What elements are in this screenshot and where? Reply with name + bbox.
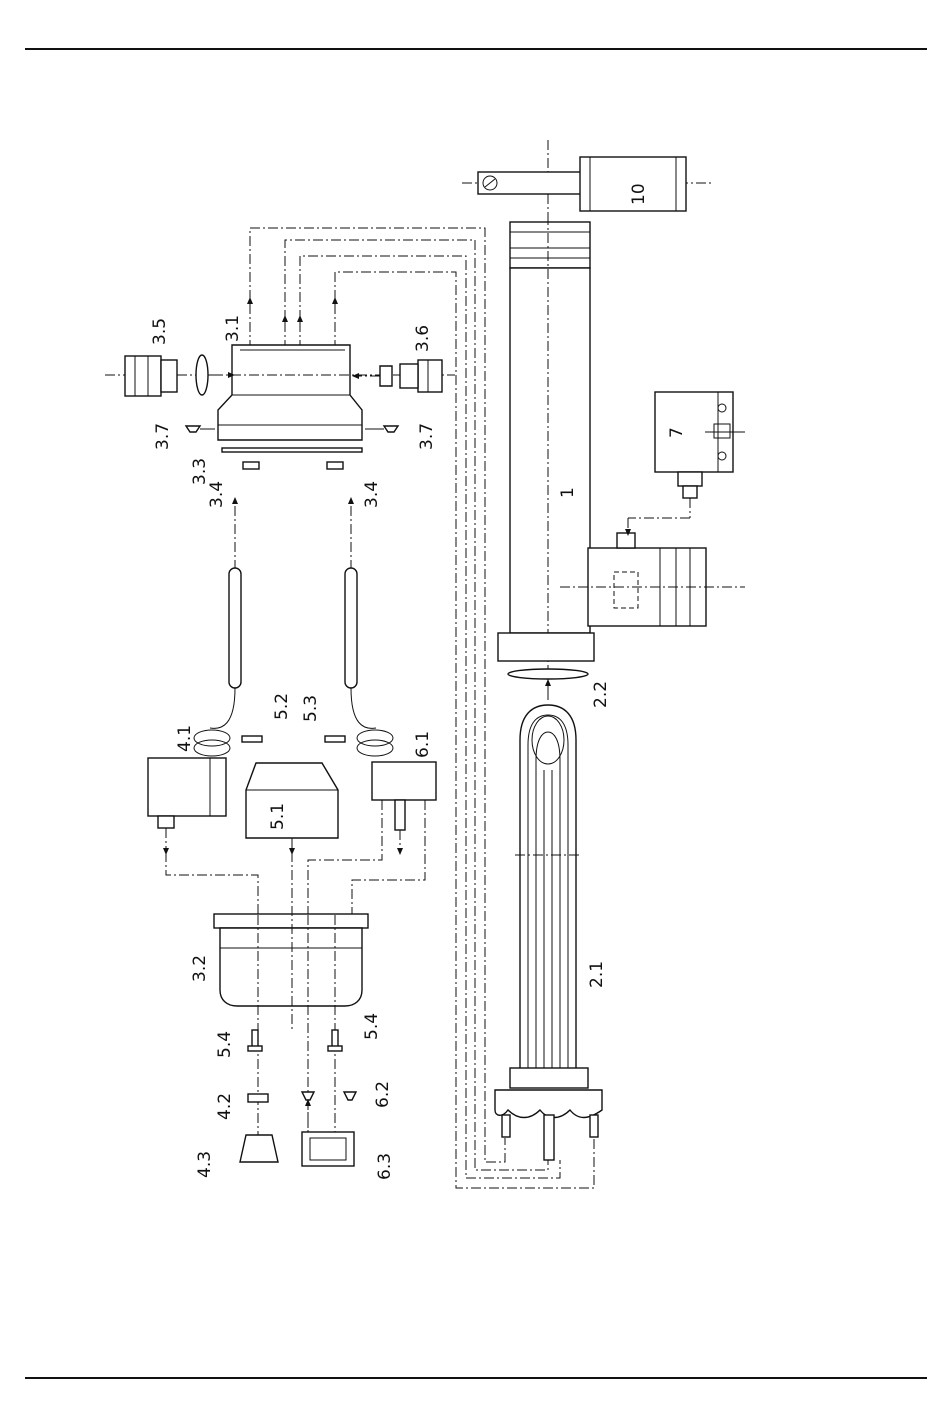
label-5-1: 5.1 — [268, 803, 288, 830]
capillary-probes — [194, 500, 393, 756]
label-3-7-left: 3.7 — [153, 423, 173, 450]
part-7-sensor — [628, 392, 745, 533]
part-3-3-3-4-washers — [222, 448, 362, 469]
label-1: 1 — [558, 487, 578, 498]
label-3-7-right: 3.7 — [417, 423, 437, 450]
label-4-2: 4.2 — [215, 1093, 235, 1120]
label-6-1: 6.1 — [413, 731, 433, 758]
label-2-2: 2.2 — [591, 681, 611, 708]
label-3-1: 3.1 — [223, 315, 243, 342]
part-3-6-gland — [355, 360, 442, 392]
part-4-3-knob — [240, 1135, 278, 1162]
part-5-4-screws — [248, 1030, 342, 1051]
label-2-1: 2.1 — [587, 961, 607, 988]
label-5-4-left: 5.4 — [215, 1031, 235, 1058]
label-5-3: 5.3 — [301, 695, 321, 722]
label-10: 10 — [629, 183, 649, 205]
part-6-3-knob — [302, 1132, 354, 1166]
label-6-3: 6.3 — [375, 1153, 395, 1180]
part-4-2-nut — [248, 1094, 268, 1102]
label-3-5: 3.5 — [150, 318, 170, 345]
label-5-2: 5.2 — [272, 693, 292, 720]
label-3-4-right: 3.4 — [362, 481, 382, 508]
part-2-1-heating-element — [495, 705, 602, 1160]
part-10-bracket — [462, 140, 712, 215]
label-3-3: 3.3 — [190, 458, 210, 485]
label-6-2: 6.2 — [373, 1081, 393, 1108]
part-4-1-thermostat — [148, 758, 226, 852]
label-3-2: 3.2 — [190, 955, 210, 982]
label-4-3: 4.3 — [195, 1151, 215, 1178]
label-3-4-left: 3.4 — [207, 481, 227, 508]
label-4-1: 4.1 — [175, 725, 195, 752]
label-7: 7 — [667, 427, 687, 438]
label-5-4-right: 5.4 — [362, 1013, 382, 1040]
part-3-2-base — [214, 852, 368, 1140]
label-3-6: 3.6 — [413, 325, 433, 352]
part-5-1-cover — [246, 763, 338, 852]
